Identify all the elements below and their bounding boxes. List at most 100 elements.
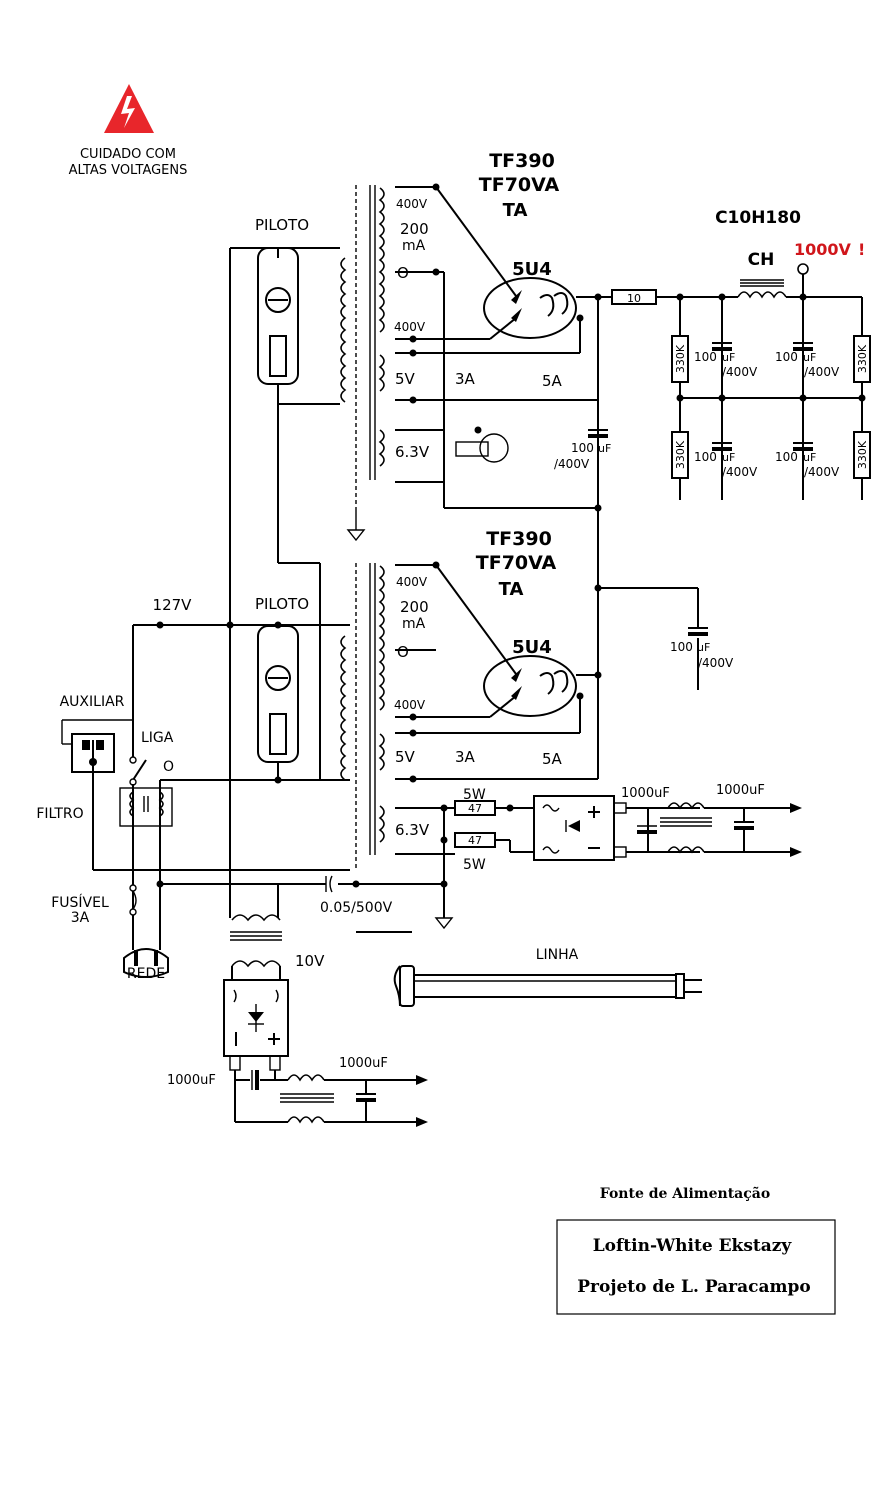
lower-tap-200: 200 bbox=[400, 598, 429, 616]
upper-current-3a: 3A bbox=[455, 370, 476, 388]
upper-rectifier-tube bbox=[483, 277, 577, 339]
liga-label: LIGA bbox=[141, 730, 174, 746]
lower-tap-ma: mA bbox=[402, 616, 426, 632]
lower-tap-63v: 6.3V bbox=[395, 821, 430, 839]
lower-transformer-type: TA bbox=[499, 579, 524, 600]
aux63-res-power-top: 5W bbox=[463, 787, 486, 803]
filter-cap1-unit: uF bbox=[722, 351, 735, 364]
power-switch bbox=[129, 756, 147, 786]
filter-cap3-voltage: /400V bbox=[804, 365, 840, 379]
upper-pilot-label: PILOTO bbox=[255, 216, 309, 234]
upper-current-5a: 5A bbox=[542, 372, 563, 390]
upper-reservoir-capacitor bbox=[588, 429, 608, 438]
mains-plug-icon bbox=[123, 948, 169, 978]
bridge-rectifier-10v bbox=[223, 979, 428, 1127]
aux10-cap-left: 1000uF bbox=[167, 1073, 216, 1088]
upper-transformer-model: TF390 bbox=[489, 150, 555, 172]
lower-cap-unit: uF bbox=[697, 641, 710, 654]
bleeder-r3: 330K bbox=[856, 344, 869, 373]
lower-transformer bbox=[340, 563, 385, 870]
filter-cap3-unit: uF bbox=[803, 351, 816, 364]
bleeder-r2: 330K bbox=[674, 440, 687, 469]
mains-127v: 127V bbox=[153, 596, 193, 614]
upper-cap-unit: uF bbox=[598, 442, 611, 455]
upper-wiring bbox=[395, 183, 630, 512]
upper-transformer bbox=[340, 185, 385, 542]
filter-cap3-value: 100 bbox=[775, 350, 798, 364]
lower-tap-400-top: 400V bbox=[396, 575, 428, 589]
upper-cap-value: 100 bbox=[571, 441, 594, 455]
filter-cap2-value: 100 bbox=[694, 450, 717, 464]
aux-transformer-10v bbox=[229, 884, 282, 980]
aux10-cap-right: 1000uF bbox=[339, 1056, 388, 1071]
lower-pilot-lamp bbox=[257, 625, 299, 763]
title-heading: Fonte de Alimentação bbox=[600, 1185, 770, 1202]
filter-cap4-value: 100 bbox=[775, 450, 798, 464]
bleeder-r1: 330K bbox=[674, 344, 687, 373]
upper-cap-voltage: /400V bbox=[554, 457, 590, 471]
upper-tube-label: 5U4 bbox=[512, 259, 552, 280]
upper-tap-400-bottom: 400V bbox=[394, 320, 426, 334]
line-lamp-icon bbox=[393, 965, 702, 1007]
title-box bbox=[556, 1219, 836, 1315]
filtro-label: FILTRO bbox=[36, 806, 83, 822]
filter-network bbox=[611, 263, 871, 500]
series-resistor-value: 10 bbox=[627, 292, 641, 305]
upper-pilot-lamp bbox=[257, 247, 299, 404]
lower-tube-label: 5U4 bbox=[512, 637, 552, 658]
lower-current-3a: 3A bbox=[455, 748, 476, 766]
high-voltage-warning-icon bbox=[104, 84, 154, 133]
upper-transformer-power: TF70VA bbox=[479, 174, 560, 196]
lower-tap-400-bottom: 400V bbox=[394, 698, 426, 712]
filter-cap2-voltage: /400V bbox=[722, 465, 758, 479]
aux63-cap-right: 1000uF bbox=[716, 783, 765, 798]
aux63-res-power-bottom: 5W bbox=[463, 857, 486, 873]
choke-model: C10H180 bbox=[715, 208, 801, 228]
lower-wiring bbox=[395, 508, 708, 783]
upper-tap-200: 200 bbox=[400, 220, 429, 238]
fuse bbox=[129, 884, 137, 916]
bleeder-r4: 330K bbox=[856, 440, 869, 469]
lower-cap-value: 100 bbox=[670, 640, 693, 654]
aux63-res-value-bottom: 47 bbox=[468, 834, 482, 847]
lower-cap-voltage: /400V bbox=[698, 656, 734, 670]
switch-off-label: O bbox=[163, 759, 174, 775]
aux63-res-value-top: 47 bbox=[468, 802, 482, 815]
linha-label: LINHA bbox=[536, 947, 579, 963]
coupling-cap-label: 0.05/500V bbox=[320, 900, 393, 916]
upper-tap-400-top: 400V bbox=[396, 197, 428, 211]
choke-label: CH bbox=[748, 250, 775, 270]
aux63-cap-left: 1000uF bbox=[621, 786, 670, 801]
lower-tap-center: O bbox=[397, 643, 409, 661]
warning-line1: CUIDADO COM bbox=[80, 147, 176, 162]
lower-pilot-label: PILOTO bbox=[255, 595, 309, 613]
fusivel-label: FUSÍVEL bbox=[51, 894, 109, 911]
auxiliar-label: AUXILIAR bbox=[60, 694, 125, 710]
title-line2: Projeto de L. Paracampo bbox=[577, 1277, 810, 1297]
upper-tap-5v: 5V bbox=[395, 370, 416, 388]
lower-current-5a: 5A bbox=[542, 750, 563, 768]
lower-transformer-model: TF390 bbox=[486, 528, 552, 550]
filter-cap4-unit: uF bbox=[803, 451, 816, 464]
output-warning-mark: ! bbox=[858, 240, 865, 259]
lower-tap-5v: 5V bbox=[395, 748, 416, 766]
filter-cap4-voltage: /400V bbox=[804, 465, 840, 479]
aux-supply-63v bbox=[395, 795, 802, 884]
output-voltage: 1000V bbox=[794, 240, 852, 259]
line-filter bbox=[119, 780, 173, 950]
rede-label: REDE bbox=[127, 966, 165, 982]
aux-10v-label: 10V bbox=[295, 952, 325, 970]
warning-line2: ALTAS VOLTAGENS bbox=[69, 163, 188, 178]
upper-tap-63v: 6.3V bbox=[395, 443, 430, 461]
filter-cap1-voltage: /400V bbox=[722, 365, 758, 379]
filter-cap2-unit: uF bbox=[722, 451, 735, 464]
title-line1: Loftin-White Ekstazy bbox=[593, 1236, 793, 1256]
lower-transformer-power: TF70VA bbox=[476, 552, 557, 574]
lower-rectifier-tube bbox=[483, 655, 577, 717]
filter-cap1-value: 100 bbox=[694, 350, 717, 364]
fusivel-rating: 3A bbox=[71, 910, 90, 926]
upper-transformer-type: TA bbox=[503, 200, 528, 221]
upper-tap-ma: mA bbox=[402, 238, 426, 254]
auxiliary-outlet bbox=[61, 719, 133, 773]
